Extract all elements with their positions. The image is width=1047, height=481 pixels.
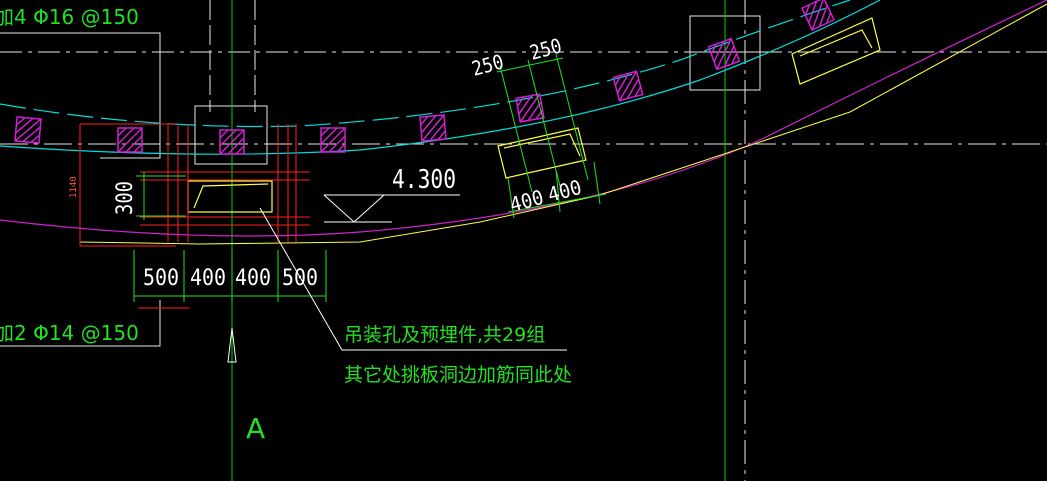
- dim-vertical: 300: [113, 181, 138, 215]
- rebar-label-top: 加4 Φ16 @150: [0, 5, 139, 29]
- dim-main-1: 500: [143, 266, 179, 291]
- dim-right-top-1: 250: [469, 49, 506, 80]
- dim-main-4: 500: [282, 266, 318, 291]
- leader-line: [259, 207, 567, 351]
- opening-rebar: [79, 123, 310, 309]
- slab-edges: [0, 0, 1047, 245]
- dim-right-bottom-2: 400: [545, 175, 584, 207]
- note-line-1: 吊装孔及预埋件,共29组: [344, 324, 545, 346]
- dim-red-vertical: 1140: [69, 176, 79, 198]
- axis-a-line: [227, 0, 726, 481]
- dim-main-2: 400: [190, 266, 226, 291]
- elevation-marker: [323, 194, 460, 223]
- dim-main-3: 400: [235, 266, 271, 291]
- dim-right-bottom-1: 400: [507, 185, 546, 217]
- note-line-2: 其它处挑板洞边加筋同此处: [344, 364, 572, 386]
- embedded-parts: [14, 0, 835, 155]
- dimension-lines: [133, 53, 607, 302]
- rebar-label-bottom: 加2 Φ14 @150: [0, 321, 139, 345]
- elevation-label: 4.300: [392, 165, 456, 195]
- dim-right-top-2: 250: [527, 33, 564, 64]
- axis-label-a: A: [246, 412, 265, 445]
